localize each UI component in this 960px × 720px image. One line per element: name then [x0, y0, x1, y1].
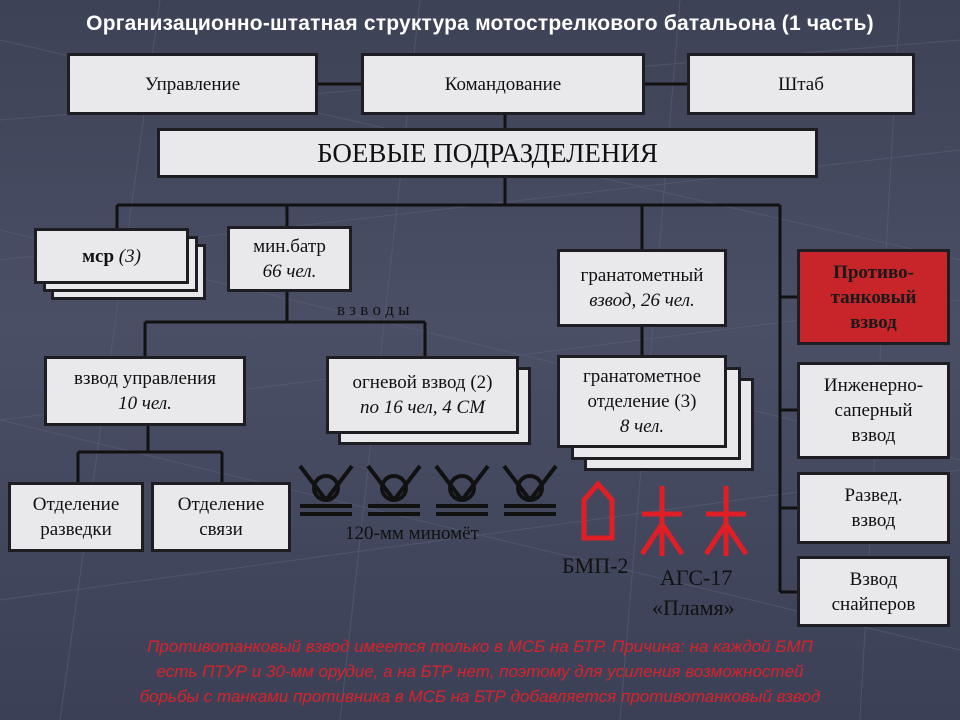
- mortar-label: 120-мм миномёт: [345, 523, 479, 544]
- box-shtab: Штаб: [687, 53, 915, 115]
- box-ognevoy-vzvod: огневой взвод (2) по 16 чел, 4 СМ: [326, 356, 519, 434]
- otd-razvedki-line1: Отделение: [32, 494, 120, 515]
- min-batr-line2: 66 чел.: [262, 261, 317, 282]
- otd-svyazi-line1: Отделение: [177, 494, 265, 515]
- note-line2: есть ПТУР и 30-мм орудие, а на БТР нет, …: [156, 662, 804, 681]
- box-msr: мср (3): [34, 228, 189, 284]
- bmp2-label: БМП-2: [562, 553, 629, 578]
- mortar-icon: [434, 464, 490, 516]
- mortar-icon: [366, 464, 422, 516]
- box-combat-units: БОЕВЫЕ ПОДРАЗДЕЛЕНИЯ: [157, 128, 818, 178]
- granat-otd-line3: 8 чел.: [619, 416, 665, 437]
- vzvod-upr-line1: взвод управления: [74, 368, 216, 389]
- box-shtab-label: Штаб: [778, 73, 824, 95]
- box-komandovanie-label: Командование: [444, 73, 562, 95]
- box-protivotankovyy-vzvod: Противо- танковый взвод: [797, 249, 950, 345]
- box-otd-razvedki: Отделение разведки: [8, 482, 144, 552]
- box-combat-units-label: БОЕВЫЕ ПОДРАЗДЕЛЕНИЯ: [317, 137, 658, 168]
- box-vzvod-snayperov: Взвод снайперов: [797, 556, 950, 627]
- ptv-line1: Противо-: [833, 261, 914, 283]
- isv-line2: саперный: [834, 400, 913, 421]
- granat-vzvod-line2: взвод, 26 чел.: [589, 290, 695, 311]
- msr-count: (3): [118, 245, 141, 267]
- mortar-icon: [298, 464, 354, 516]
- razved-line1: Развед.: [844, 485, 903, 506]
- ags17-label-line2: «Пламя»: [652, 595, 735, 620]
- ags17-icon: [639, 486, 685, 556]
- box-vzvod-upravleniya: взвод управления 10 чел.: [44, 356, 246, 426]
- box-razved-vzvod: Развед. взвод: [797, 472, 950, 544]
- ognevoy-line2: по 16 чел, 4 СМ: [359, 397, 486, 418]
- min-batr-line1: мин.батр: [253, 236, 326, 257]
- box-granat-vzvod: гранатометный взвод, 26 чел.: [557, 249, 727, 327]
- isv-line3: взвод: [851, 425, 896, 446]
- vzvody-label: в з в о д ы: [337, 300, 410, 319]
- granat-vzvod-line1: гранатометный: [580, 265, 704, 286]
- box-inzhenerno-sapernyy: Инженерно- саперный взвод: [797, 362, 950, 459]
- ptv-line3: взвод: [850, 311, 897, 333]
- slide-title: Организационно-штатная структура мотостр…: [86, 12, 874, 35]
- otd-razvedki-line2: разведки: [40, 519, 112, 540]
- razved-line2: взвод: [851, 510, 896, 531]
- box-upravlenie-label: Управление: [144, 73, 241, 95]
- mortar-icons: [298, 464, 558, 516]
- bmp2-icon: [581, 480, 615, 541]
- box-min-batr: мин.батр 66 чел.: [227, 226, 352, 292]
- bottom-note: Противотанковый взвод имеется только в М…: [14, 634, 946, 709]
- msr-bold: мср: [82, 245, 115, 267]
- box-upravlenie: Управление: [67, 53, 318, 115]
- vzvod-upr-line2: 10 чел.: [118, 393, 172, 414]
- msr-label: мср (3): [82, 244, 141, 269]
- mortar-icon: [502, 464, 558, 516]
- box-otd-svyazi: Отделение связи: [151, 482, 291, 552]
- ptv-line2: танковый: [830, 286, 917, 308]
- ognevoy-line1: огневой взвод (2): [352, 372, 493, 393]
- note-line1: Противотанковый взвод имеется только в М…: [147, 637, 813, 656]
- otd-svyazi-line2: связи: [199, 519, 243, 540]
- box-komandovanie: Командование: [361, 53, 645, 115]
- box-granat-otd: гранатометное отделение (3) 8 чел.: [557, 355, 727, 448]
- snipers-line2: снайперов: [831, 593, 916, 615]
- granat-otd-line2: отделение (3): [587, 391, 697, 412]
- ags17-label-line1: АГС-17: [660, 565, 733, 590]
- snipers-line1: Взвод: [849, 568, 898, 590]
- ags17-icons: [639, 486, 749, 556]
- ags17-icon: [703, 486, 749, 556]
- isv-line1: Инженерно-: [823, 375, 924, 396]
- granat-otd-line1: гранатометное: [582, 366, 702, 387]
- note-line3: борьбы с танками противника в МСБ на БТР…: [139, 687, 821, 706]
